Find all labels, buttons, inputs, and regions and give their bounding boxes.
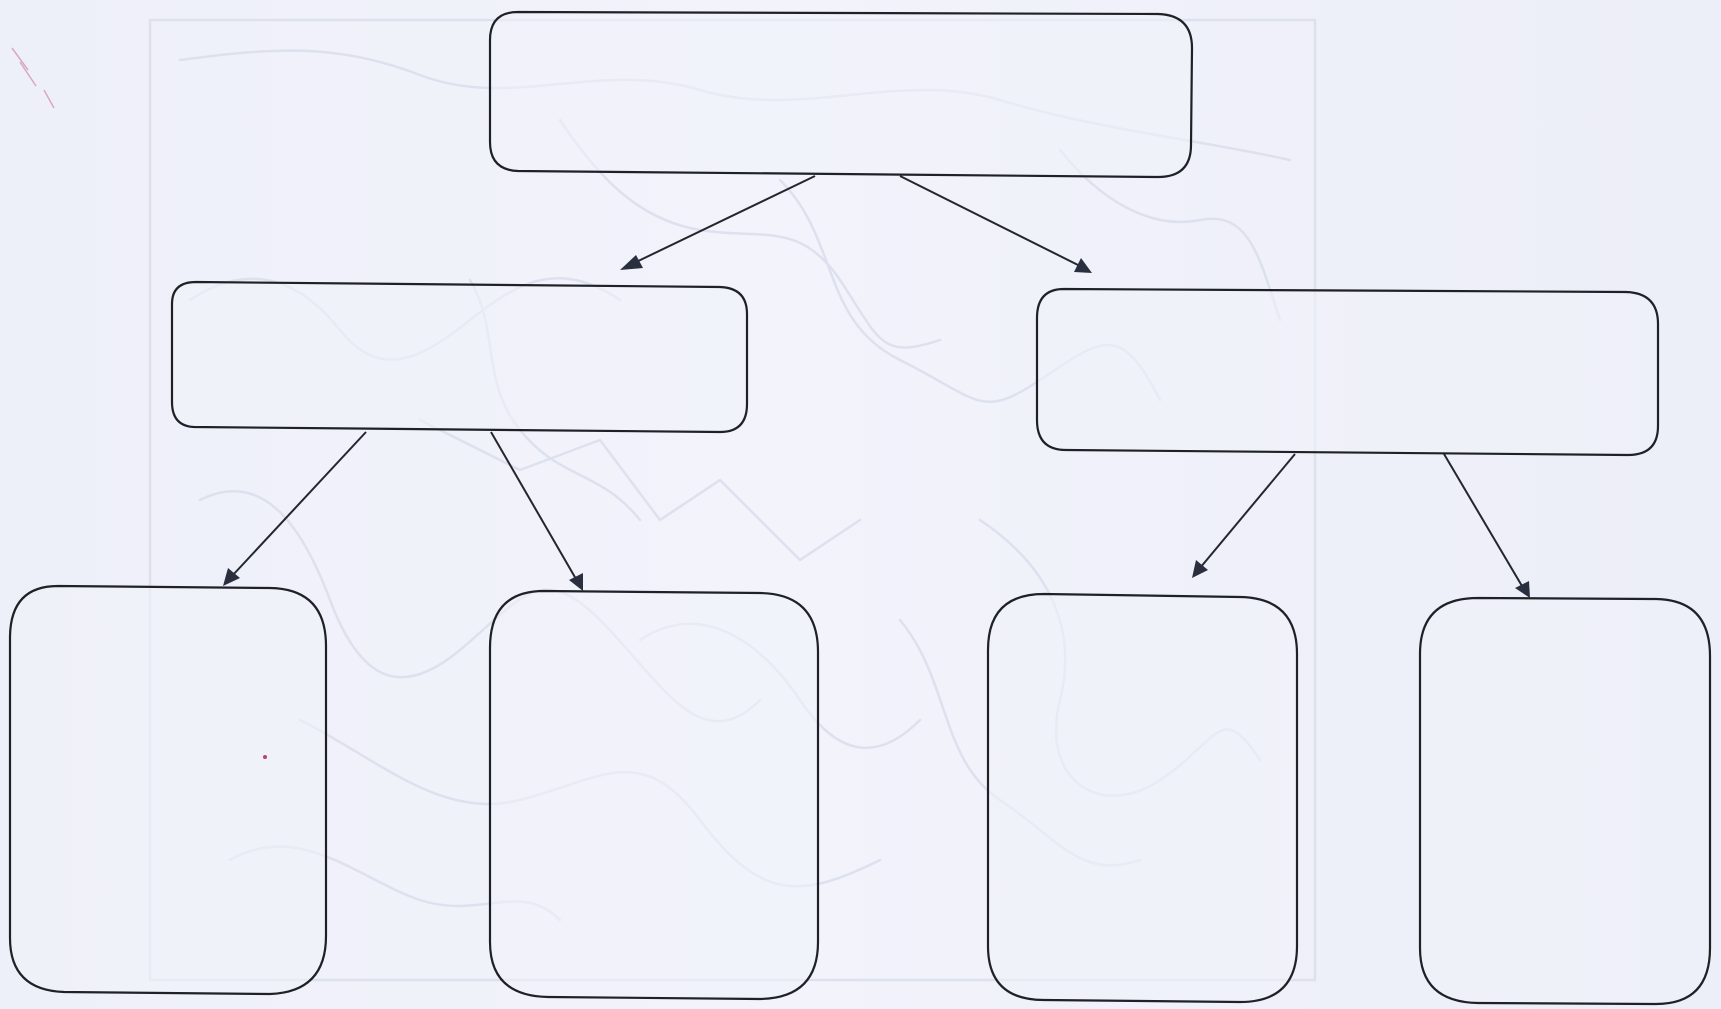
- arrow-root-to-right: [900, 176, 1080, 266]
- node-left-right[interactable]: [490, 591, 818, 999]
- node-right-left[interactable]: [988, 594, 1297, 1002]
- arrow-left-to-leftleft: [232, 432, 366, 576]
- node-left-left[interactable]: [10, 586, 326, 994]
- arrow-right-to-rightleft: [1200, 454, 1295, 568]
- arrowhead-icon: [1515, 581, 1530, 598]
- node-right-right[interactable]: [1420, 598, 1710, 1004]
- arrowhead-icon: [1074, 258, 1092, 273]
- arrow-root-to-left: [632, 176, 815, 264]
- node-left[interactable]: [172, 282, 747, 432]
- tree-nodes: [10, 12, 1710, 1004]
- node-root[interactable]: [490, 12, 1192, 177]
- arrowhead-icon: [569, 573, 583, 591]
- arrow-right-to-rightright: [1444, 454, 1522, 586]
- arrowhead-icon: [620, 255, 643, 270]
- node-right[interactable]: [1037, 289, 1658, 455]
